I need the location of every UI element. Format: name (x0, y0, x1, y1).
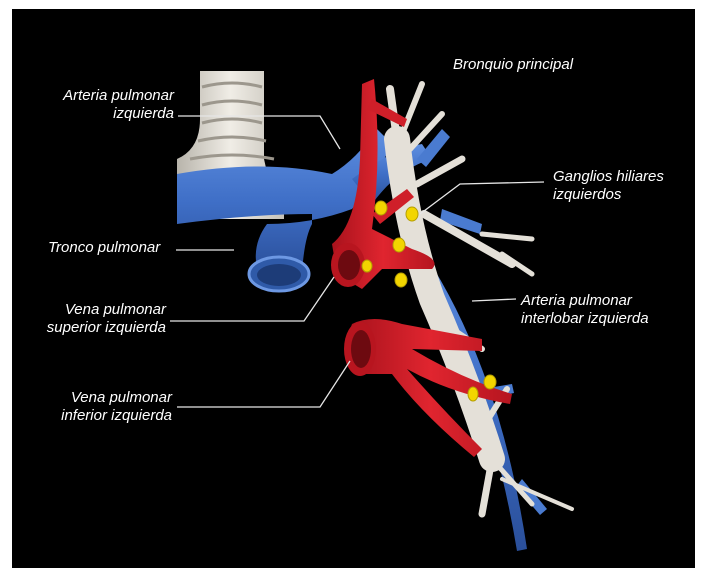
lymph-node (468, 387, 478, 401)
label-tronco-pulmonar: Tronco pulmonar (48, 239, 160, 257)
label-arteria-pulmonar-izquierda: Arteria pulmonar izquierda (30, 87, 174, 123)
lymph-node (375, 201, 387, 215)
anatomy-figure: Arteria pulmonar izquierda Tronco pulmon… (12, 9, 695, 568)
label-ganglios-hiliares: Ganglios hiliares izquierdos (553, 168, 664, 204)
label-arteria-interlobar: Arteria pulmonar interlobar izquierda (521, 292, 649, 328)
label-bronquio-principal: Bronquio principal (453, 56, 573, 74)
label-vena-pulmonar-inferior: Vena pulmonar inferior izquierda (22, 389, 172, 425)
leader-ganglios (420, 182, 544, 214)
leader-vena-inferior (177, 361, 350, 407)
lymph-node (406, 207, 418, 221)
lymph-node (395, 273, 407, 287)
lymph-node (484, 375, 496, 389)
leader-arteria-interlobar (472, 299, 516, 301)
lymph-node (362, 260, 372, 272)
label-vena-pulmonar-superior: Vena pulmonar superior izquierda (22, 301, 166, 337)
lymph-node (393, 238, 405, 252)
